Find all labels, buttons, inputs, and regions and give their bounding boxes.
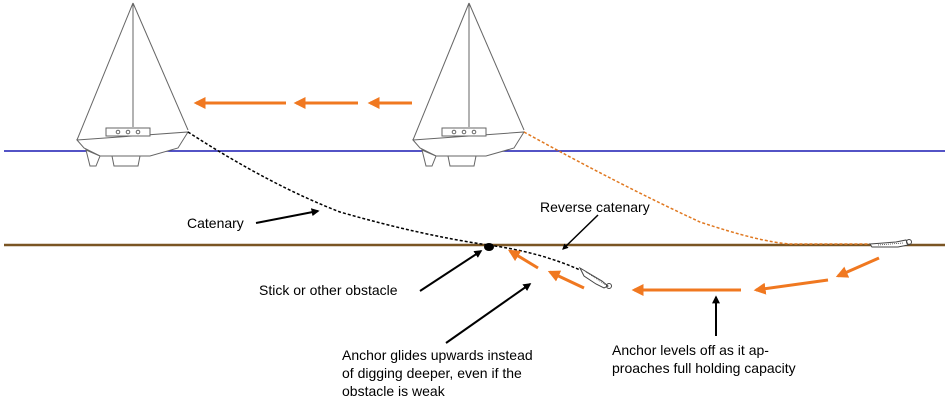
reverse-catenary-rode-orange	[523, 131, 870, 245]
level-label-line1: Anchor levels off as it ap-	[612, 342, 769, 358]
anchor-path-arrow-2	[753, 278, 829, 295]
level-label-line2: proaches full holding capacity	[612, 360, 796, 376]
anchor-path-arrow-5	[507, 249, 539, 270]
glide-label-line2: of digging deeper, even if the	[342, 365, 522, 381]
anchor-path-arrow-1	[835, 256, 880, 278]
glide-pointer-arrow	[445, 283, 532, 344]
reverse-catenary-pointer-arrow	[562, 214, 599, 250]
obstacle-pointer-arrow	[419, 250, 483, 292]
sailboat-left	[75, 2, 189, 167]
obstacle-label: Stick or other obstacle	[259, 282, 398, 298]
reverse-catenary-label: Reverse catenary	[540, 199, 650, 215]
catenary-label: Catenary	[187, 215, 244, 231]
anchor-set-icon	[869, 239, 912, 248]
catenary-rode-black	[187, 131, 581, 271]
obstacle-stick	[484, 243, 494, 251]
anchor-glided-icon	[578, 266, 612, 289]
sailboat-right	[411, 2, 525, 167]
catenary-pointer-arrow	[255, 208, 320, 224]
glide-label-line1: Anchor glides upwards instead	[342, 347, 533, 363]
anchor-path-arrow-4	[547, 270, 585, 290]
glide-label-line3: obstacle is weak	[342, 383, 446, 399]
